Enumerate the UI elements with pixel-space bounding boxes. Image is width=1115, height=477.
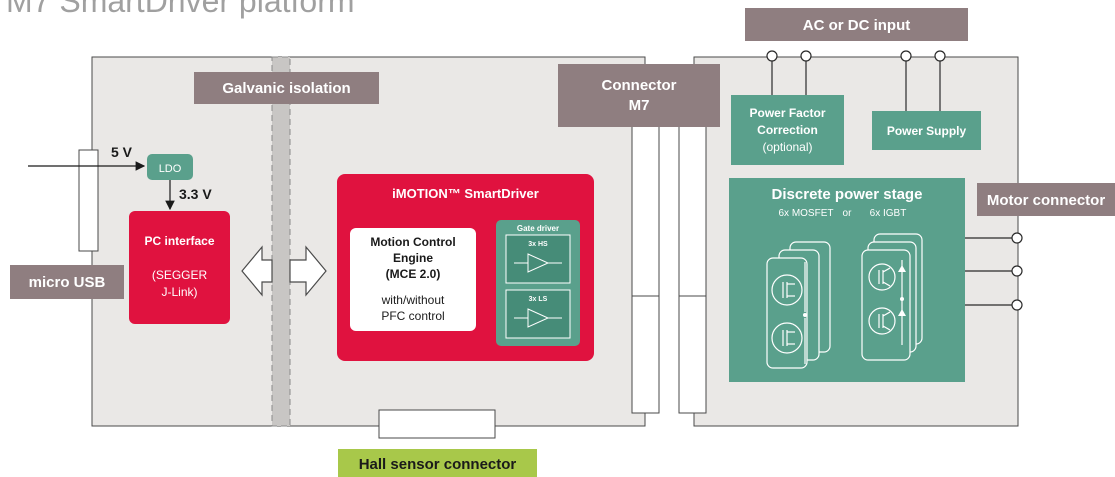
- power-stage-igbt: 6x IGBT: [870, 208, 907, 219]
- ldo-block: LDO: [147, 154, 193, 180]
- voltage-3v3: 3.3 V: [179, 186, 212, 202]
- connector-bar-right: [678, 119, 707, 414]
- power-supply-block: Power Supply: [872, 111, 981, 150]
- motor-connector-text: Motor connector: [987, 192, 1105, 209]
- arrow-right-icon: [289, 245, 327, 297]
- imotion-title: iMOTION™ SmartDriver: [392, 186, 539, 201]
- pfc-line2: Correction: [757, 123, 818, 137]
- power-stage-block: Discrete power stage 6x MOSFET or 6x IGB…: [729, 178, 965, 382]
- isolation-barrier: [271, 56, 291, 427]
- usb-connector-bar: [78, 149, 99, 252]
- amplifier-hs-icon: [514, 253, 562, 273]
- mce-line3: (MCE 2.0): [386, 267, 441, 281]
- power-stage-mosfet: 6x MOSFET: [778, 208, 833, 219]
- ldo-text: LDO: [159, 163, 182, 175]
- input-terminals: [766, 50, 946, 112]
- page-title: M7 SmartDriver platform: [6, 0, 355, 19]
- ac-dc-input-text: AC or DC input: [803, 17, 910, 34]
- motor-connector-label: Motor connector: [977, 183, 1115, 216]
- mce-box: [350, 228, 476, 331]
- mce-line5: PFC control: [381, 309, 444, 323]
- pc-interface-line1: (SEGGER: [152, 268, 208, 282]
- igbt-cards: [861, 233, 923, 361]
- mce-line1: Motion Control: [370, 235, 455, 249]
- imotion-block: iMOTION™ SmartDriver Motion Control Engi…: [337, 174, 594, 361]
- hall-sensor-label: Hall sensor connector: [338, 449, 537, 477]
- hall-sensor-text: Hall sensor connector: [359, 456, 517, 473]
- mce-line4: with/without: [381, 293, 445, 307]
- connector-bar-left: [631, 119, 660, 414]
- isolation-arrows: [241, 245, 327, 297]
- power-stage-or: or: [843, 208, 853, 219]
- amplifier-ls-icon: [514, 308, 562, 328]
- gate-hs-label: 3x HS: [528, 241, 548, 248]
- micro-usb-label: micro USB: [10, 265, 124, 299]
- arrow-left-icon: [241, 245, 273, 297]
- mce-line2: Engine: [393, 251, 433, 265]
- power-supply-text: Power Supply: [887, 124, 967, 138]
- hall-sensor-connector-bar: [378, 409, 496, 439]
- gate-driver-title: Gate driver: [517, 224, 559, 233]
- pfc-line1: Power Factor: [749, 106, 825, 120]
- micro-usb-text: micro USB: [29, 274, 106, 291]
- pc-interface-block: PC interface (SEGGER J-Link): [129, 211, 230, 324]
- pfc-block: Power Factor Correction (optional): [731, 95, 844, 165]
- igbt-diodes: [898, 265, 906, 316]
- motor-outputs: [965, 232, 1023, 311]
- voltage-5v: 5 V: [111, 144, 133, 160]
- connector-m7-line2: M7: [629, 97, 650, 114]
- ac-dc-input-label: AC or DC input: [745, 8, 968, 41]
- pc-interface-line2: J-Link): [161, 285, 197, 299]
- pc-interface-title: PC interface: [144, 234, 214, 248]
- igbt-icon: [868, 260, 903, 345]
- mosfet-icon: [771, 262, 806, 364]
- galvanic-isolation-text: Galvanic isolation: [222, 80, 350, 97]
- connector-m7-label: Connector M7: [558, 64, 720, 127]
- galvanic-isolation-label: Galvanic isolation: [194, 72, 379, 104]
- connector-m7-line1: Connector: [602, 77, 677, 94]
- power-stage-title: Discrete power stage: [772, 186, 923, 203]
- pfc-line3: (optional): [762, 140, 812, 154]
- gate-ls-label: 3x LS: [529, 296, 548, 303]
